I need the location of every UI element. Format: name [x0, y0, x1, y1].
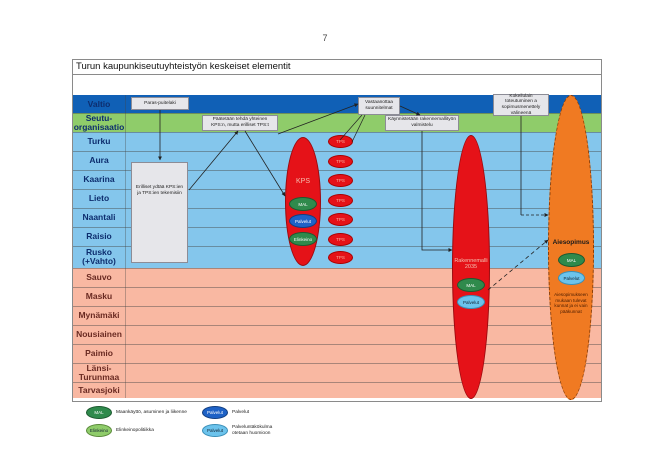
tps-oval-aura: TPS — [328, 155, 353, 168]
diagram-frame — [72, 59, 602, 402]
row-label-kaarina: Kaarina — [83, 174, 115, 185]
aiesopimus-label: Aiesopimus — [552, 239, 590, 246]
row-label-paimio: Paimio — [85, 348, 113, 359]
note-paras: Paras-puitelaki — [131, 97, 189, 110]
rakennemalli-palvelut-oval: Palvelut — [457, 295, 485, 309]
row-label-seutu: Seutu- organisaatio — [73, 112, 125, 132]
label-column-divider — [125, 95, 126, 398]
row-label-masku: Masku — [85, 291, 113, 302]
note-erilliset: Erilliset ydtää KPS:ien ja TPS:ien tekem… — [131, 162, 188, 263]
legend-palvelut-text: Palvelut — [232, 410, 250, 415]
row-label-lansi-turunmaa: Länsi- Turunmaa — [78, 362, 120, 382]
arrow-tps-up — [339, 114, 363, 141]
note-kokeilulain-text: Kokeilulain toteutuminen a sopimusmenett… — [501, 93, 541, 116]
kps-mal-oval: MAL — [289, 197, 317, 211]
row-divider — [73, 132, 601, 133]
row-label-lieto: Lieto — [88, 193, 110, 204]
band-cities-salmon — [73, 268, 601, 398]
aiesopimus-palvelut-oval: Palvelut — [558, 271, 585, 285]
arrow-to-vastaanottaa — [277, 103, 359, 135]
row-divider — [73, 170, 601, 171]
rakennemalli-mal-oval: MAL — [457, 278, 485, 292]
rakennemalli-label: Rakennemalli 2035 — [454, 258, 488, 271]
arrow-to-kps — [244, 130, 286, 197]
arrow-tps-up — [351, 114, 366, 143]
tps-oval-lieto: TPS — [328, 194, 353, 207]
aiesopimus-mal-oval: MAL — [558, 253, 585, 267]
row-label-rusko: Rusko (+Vahto) — [82, 247, 116, 266]
tps-oval-rusko: TPS — [328, 251, 353, 264]
kps-palvelut-oval: Palvelut — [289, 214, 317, 228]
row-label-raisio: Raisio — [86, 231, 112, 242]
legend-elinkeino-text: Elinkeinopolitiikka — [116, 428, 154, 433]
row-label-turku: Turku — [87, 136, 111, 147]
row-divider — [73, 227, 601, 228]
note-kokeilulain: Kokeilulain toteutuminen a sopimusmenett… — [493, 94, 549, 116]
row-divider — [73, 246, 601, 247]
legend-palvelut-oval: Palvelut — [202, 406, 228, 419]
note-paatetaan-text: Päätetään tehdä yhteinen KPS:n, mutta er… — [211, 117, 269, 128]
title-rule — [72, 74, 602, 75]
tps-oval-raisio: TPS — [328, 233, 353, 246]
note-vastaanottaa-text: Vastaanottaa suunnitelmat — [365, 100, 393, 111]
row-divider — [73, 382, 601, 383]
tps-oval-kaarina: TPS — [328, 174, 353, 187]
legend-mal-text: Maankäyttö, asuminen ja liikenne — [116, 410, 187, 415]
arrow-rakennemalli-to-aiesopimus — [487, 239, 549, 291]
row-divider — [73, 363, 601, 364]
kps-elinkeino-oval: Elinkeino — [289, 232, 317, 246]
row-divider — [73, 151, 601, 152]
row-divider — [73, 306, 601, 307]
page-number: 7 — [322, 33, 328, 43]
aiesopimus-note: Aiesopimukseen mukaan tulevat kunnat ja … — [554, 292, 588, 315]
tps-oval-naantali: TPS — [328, 213, 353, 226]
row-label-valtio: Valtio — [87, 98, 111, 109]
note-vastaanottaa: Vastaanottaa suunnitelmat — [358, 97, 400, 115]
arrow-to-kaynnistetaan — [399, 105, 421, 116]
row-label-nousiainen: Nousiainen — [76, 329, 122, 340]
row-label-sauvo: Sauvo — [86, 272, 112, 283]
diagram-title: Turun kaupunkiseutuyhteistyön keskeiset … — [76, 61, 291, 72]
row-label-naantali: Naantali — [82, 212, 116, 223]
note-paatetaan: Päätetään tehdä yhteinen KPS:n, mutta er… — [202, 115, 278, 131]
row-divider — [73, 287, 601, 288]
row-divider — [73, 113, 601, 114]
legend-palvelunakokulma-text: Palveluntäkökulma otetaan huomioon — [232, 425, 273, 436]
row-divider — [73, 344, 601, 345]
note-paras-text: Paras-puitelaki — [144, 100, 176, 106]
row-divider — [73, 325, 601, 326]
row-divider — [73, 268, 601, 269]
rakennemalli-ellipse — [452, 135, 490, 399]
row-label-mynamaki: Mynämäki — [78, 310, 120, 321]
kps-label: KPS — [295, 178, 310, 185]
note-kaynnistetaan-text: Käynnistetään rakennemallityön valmistel… — [388, 117, 456, 128]
row-divider — [73, 189, 601, 190]
row-divider — [73, 208, 601, 209]
legend-palvelunakokulma-oval: Palvelut — [202, 424, 228, 437]
note-kaynnistetaan: Käynnistetään rakennemallityön valmistel… — [385, 115, 459, 131]
row-label-tarvasjoki: Tarvasjoki — [78, 384, 120, 395]
band-valtio — [73, 95, 601, 113]
legend-mal-oval: MAL — [86, 406, 112, 419]
arrow-to-rakennemalli — [421, 131, 453, 252]
row-label-aura: Aura — [89, 155, 109, 166]
aiesopimus-ellipse — [548, 95, 594, 400]
legend-elinkeino-oval: Elinkeino — [86, 424, 112, 437]
arrow-to-paatetaan — [188, 130, 239, 191]
note-erilliset-text: Erilliset ydtää KPS:ien ja TPS:ien tekem… — [135, 185, 184, 196]
